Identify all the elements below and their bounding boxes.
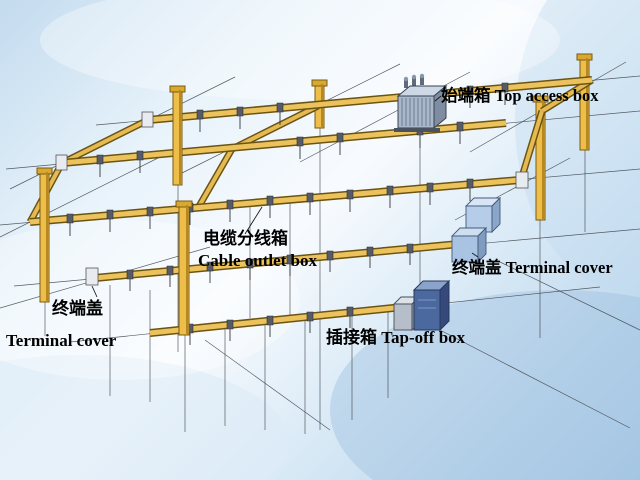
busway-cross-beams <box>26 77 594 224</box>
top-access-box <box>394 73 448 132</box>
support-columns-front <box>36 85 193 336</box>
busway-run-top <box>147 76 593 124</box>
support-column <box>576 53 593 151</box>
label-terminal-cover-right: 终端盖 Terminal cover <box>452 258 613 277</box>
tap-off-box <box>392 279 451 332</box>
terminal-cover-cap <box>141 111 154 128</box>
busway-fittings <box>66 82 509 334</box>
label-terminal-cover-left-en: Terminal cover <box>6 331 117 350</box>
support-column <box>532 95 549 221</box>
label-terminal-cover-left-zh: 终端盖 <box>52 299 103 318</box>
cable-outlet-boxes <box>450 196 502 264</box>
support-column <box>36 167 53 303</box>
label-tap-off-box: 插接箱 Tap-off box <box>326 328 466 347</box>
label-leader-lines <box>91 95 479 298</box>
terminal-cover-cap <box>55 154 68 171</box>
label-top-access-box: 始端箱 Top access box <box>441 86 599 105</box>
terminal-cover-cap <box>515 171 529 189</box>
label-cable-outlet-box-zh: 电缆分线箱 <box>203 229 288 248</box>
support-column <box>175 200 193 336</box>
terminal-cover-cap <box>85 267 99 286</box>
hanger-ticks <box>69 92 506 345</box>
busway-run-bottom <box>149 300 433 337</box>
support-column <box>169 85 186 186</box>
busway-run-3 <box>29 176 521 226</box>
label-cable-outlet-box-en: Cable outlet box <box>198 251 317 270</box>
